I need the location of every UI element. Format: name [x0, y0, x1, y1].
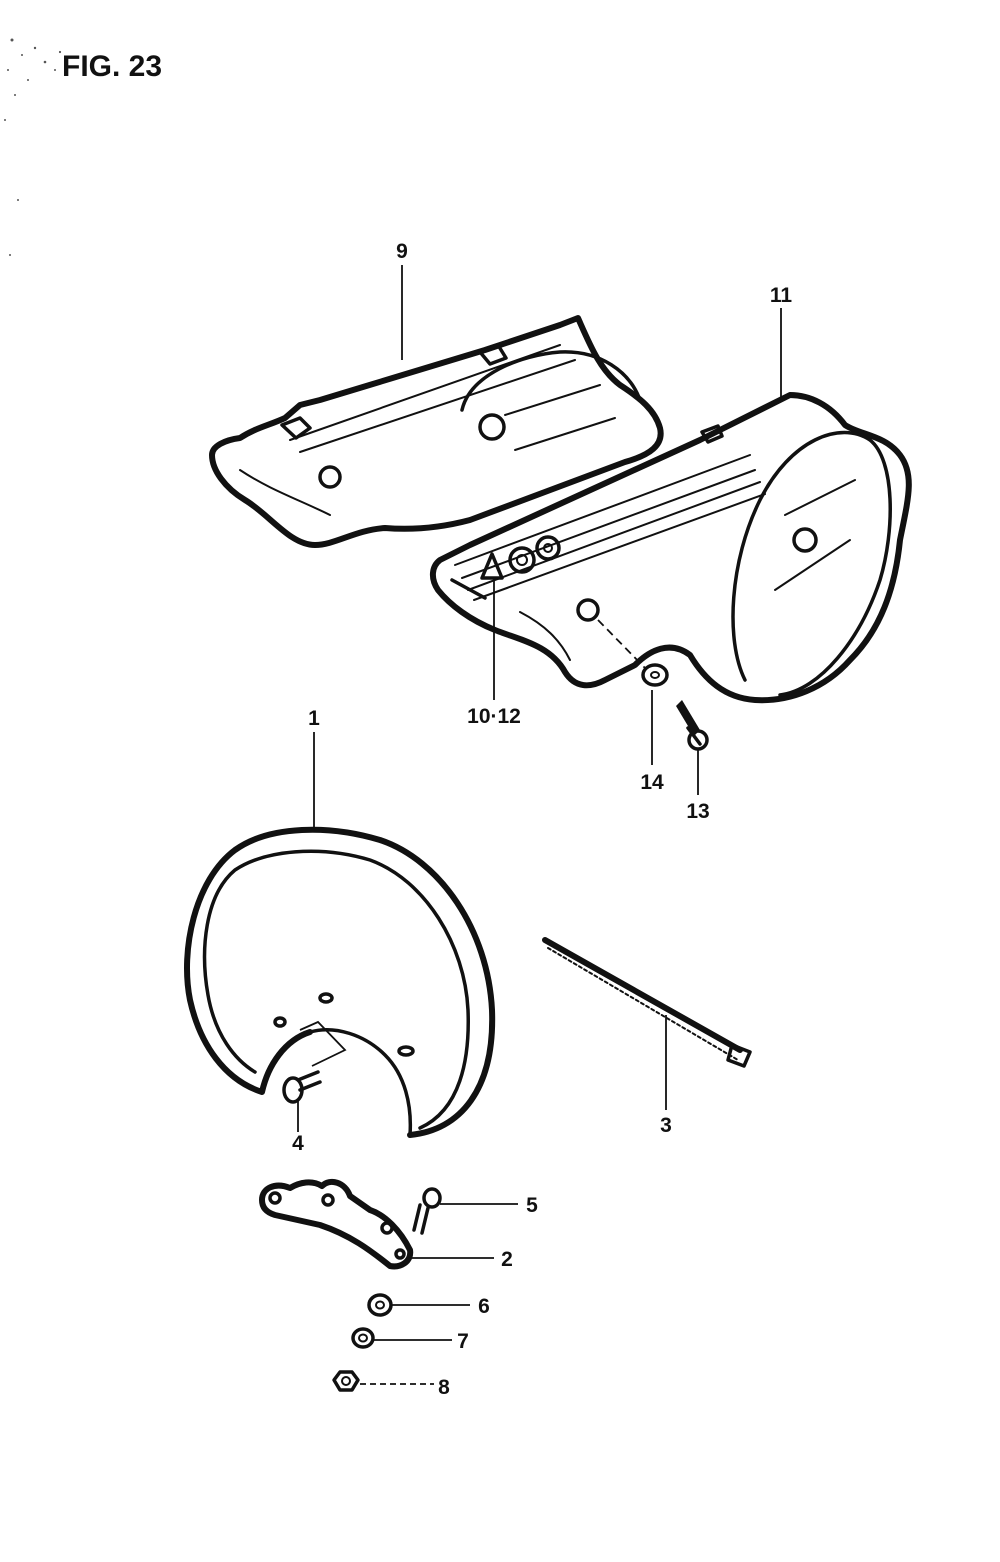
part-4-screw [282, 1070, 322, 1104]
callout-4: 4 [292, 1132, 304, 1155]
callout-11: 11 [770, 284, 793, 307]
callout-8: 8 [438, 1376, 450, 1399]
callout-9: 9 [396, 240, 408, 263]
part-3-cable-tie [542, 937, 752, 1068]
assembly-line-14 [597, 619, 646, 669]
callout-5: 5 [526, 1194, 538, 1217]
part-2-bracket [259, 1178, 414, 1270]
callout-2: 2 [501, 1248, 513, 1271]
callout-14: 14 [640, 771, 664, 794]
callout-13: 13 [686, 800, 709, 823]
leader-lines [297, 265, 782, 1385]
callout-10-12: 10·12 [467, 705, 521, 728]
callout-6: 6 [478, 1295, 490, 1318]
callout-3: 3 [660, 1114, 672, 1137]
part-9-chain-case-upper [209, 315, 664, 548]
part-11-chain-case-lower [430, 392, 912, 704]
scan-noise [4, 38, 62, 256]
part-7-lock-washer [351, 1327, 375, 1349]
callout-7: 7 [457, 1330, 469, 1353]
part-13-bolt [676, 700, 709, 751]
part-14-washer [641, 663, 669, 687]
part-6-washer [367, 1293, 393, 1317]
part-5-screw [412, 1187, 442, 1235]
figure-title: FIG. 23 [62, 50, 162, 83]
callout-1: 1 [308, 707, 320, 730]
part-8-nut [332, 1370, 360, 1392]
part-1-chain-guard-plate [184, 826, 496, 1138]
